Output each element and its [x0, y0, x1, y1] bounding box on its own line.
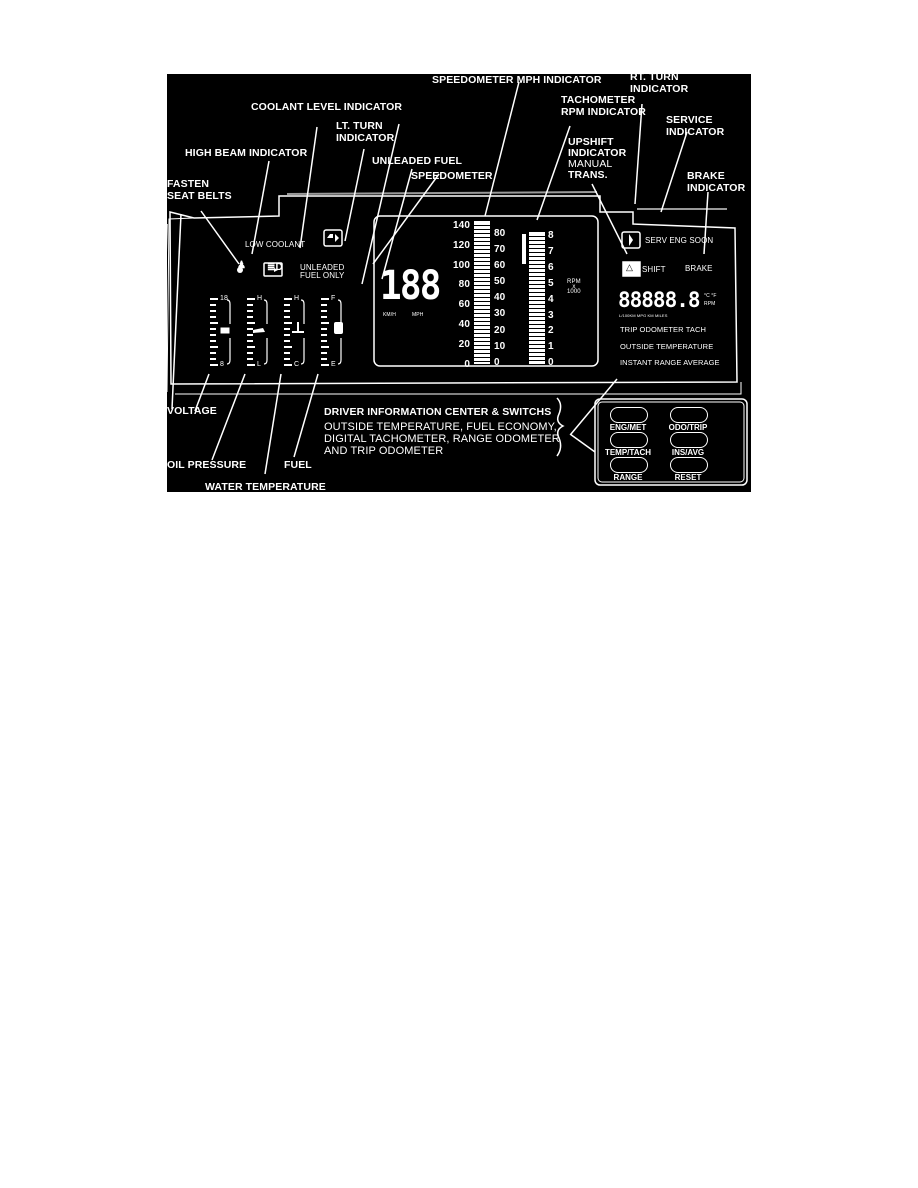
callout-fasten-seat-belts: FASTEN SEAT BELTS — [167, 178, 232, 202]
tach-scale: 8 7 6 5 4 3 2 1 0 — [548, 230, 554, 369]
speed-scale-mph: 80 70 60 50 40 30 20 10 0 — [494, 228, 506, 368]
callout-water-temperature: WATER TEMPERATURE — [205, 481, 326, 492]
reset-label: RESET — [674, 473, 702, 482]
callout-upshift-indicator: UPSHIFT INDICATOR MANUAL TRANS. — [568, 136, 627, 181]
voltage-gauge-top: 18 — [220, 295, 228, 302]
temp-tach-label: TEMP/TACH — [604, 448, 652, 457]
callout-coolant-level-indicator: COOLANT LEVEL INDICATOR — [251, 101, 403, 113]
speed-unit-kmh: KM/H — [383, 312, 396, 318]
callout-fuel: FUEL — [284, 459, 312, 471]
high-beam-icon: ≣D — [267, 262, 283, 273]
shift-text: SHIFT — [642, 265, 666, 274]
callout-high-beam-indicator: HIGH BEAM INDICATOR — [185, 147, 308, 159]
callout-service-indicator: SERVICE INDICATOR — [666, 114, 725, 138]
callout-speedometer-mph-indicator: SPEEDOMETER MPH INDICATOR — [432, 74, 602, 86]
dic-mode-labels: TRIP ODOMETER TACH OUTSIDE TEMPERATURE I… — [620, 325, 720, 367]
callout-lt-turn-indicator: LT. TURN INDICATOR — [336, 120, 395, 144]
callout-speedometer: SPEEDOMETER — [411, 170, 493, 182]
callout-rt-turn-indicator: RT. TURN INDICATOR — [630, 74, 689, 95]
ins-avg-switch[interactable] — [670, 432, 708, 448]
ins-avg-label: INS/AVG — [671, 448, 705, 457]
tach-units: RPM x 1000 — [567, 279, 581, 295]
eng-met-switch[interactable] — [610, 407, 648, 423]
low-coolant-text: LOW COOLANT — [245, 240, 306, 249]
callout-unleaded-fuel: UNLEADED FUEL — [372, 155, 462, 167]
odo-trip-switch[interactable] — [670, 407, 708, 423]
fuel-gauge-bottom: E — [331, 361, 336, 368]
dic-unit-legend: L/100KM MPG KM MILES — [619, 313, 668, 318]
water-gauge-bottom: C — [294, 361, 300, 368]
instrument-cluster-diagram: SPEEDOMETER MPH INDICATOR RT. TURN INDIC… — [167, 74, 751, 492]
digital-speed-readout: 188 — [380, 263, 441, 309]
diagram-linework — [167, 81, 748, 486]
water-gauge-top: H — [294, 295, 300, 302]
unleaded-fuel-only-text: UNLEADED FUEL ONLY — [300, 263, 345, 280]
speed-unit-mph: MPH — [412, 312, 424, 318]
range-switch[interactable] — [610, 457, 648, 473]
callout-brake-indicator: BRAKE INDICATOR — [687, 170, 746, 194]
dic-title: DRIVER INFORMATION CENTER & SWITCHS — [324, 406, 552, 418]
callout-oil-pressure: OIL PRESSURE — [167, 459, 247, 471]
speed-scale-kmh: 140 120 100 80 60 40 20 0 — [453, 220, 470, 370]
serv-eng-soon-text: SERV ENG SOON — [645, 236, 714, 245]
fuel-gauge-top: F — [331, 295, 336, 302]
dic-description: OUTSIDE TEMPERATURE, FUEL ECONOMY, DIGIT… — [324, 421, 560, 457]
dic-digital-readout: 88888.8 — [618, 288, 701, 312]
odo-trip-label: ODO/TRIP — [668, 423, 708, 432]
dic-units: °C °F RPM — [704, 293, 717, 307]
oil-gauge-bottom: L — [257, 361, 261, 368]
oil-gauge-top: H — [257, 295, 263, 302]
temp-tach-switch[interactable] — [610, 432, 648, 448]
callout-tachometer-rpm-indicator: TACHOMETER RPM INDICATOR — [561, 94, 646, 118]
brake-text: BRAKE — [685, 264, 713, 273]
range-label: RANGE — [613, 473, 643, 482]
seat-belt-icon: ♟ — [237, 260, 247, 271]
voltage-gauge-bottom: 8 — [220, 361, 224, 368]
upshift-icon: △ — [626, 262, 634, 272]
eng-met-label: ENG/MET — [609, 423, 647, 432]
reset-switch[interactable] — [670, 457, 708, 473]
callout-voltage: VOLTAGE — [167, 405, 217, 417]
